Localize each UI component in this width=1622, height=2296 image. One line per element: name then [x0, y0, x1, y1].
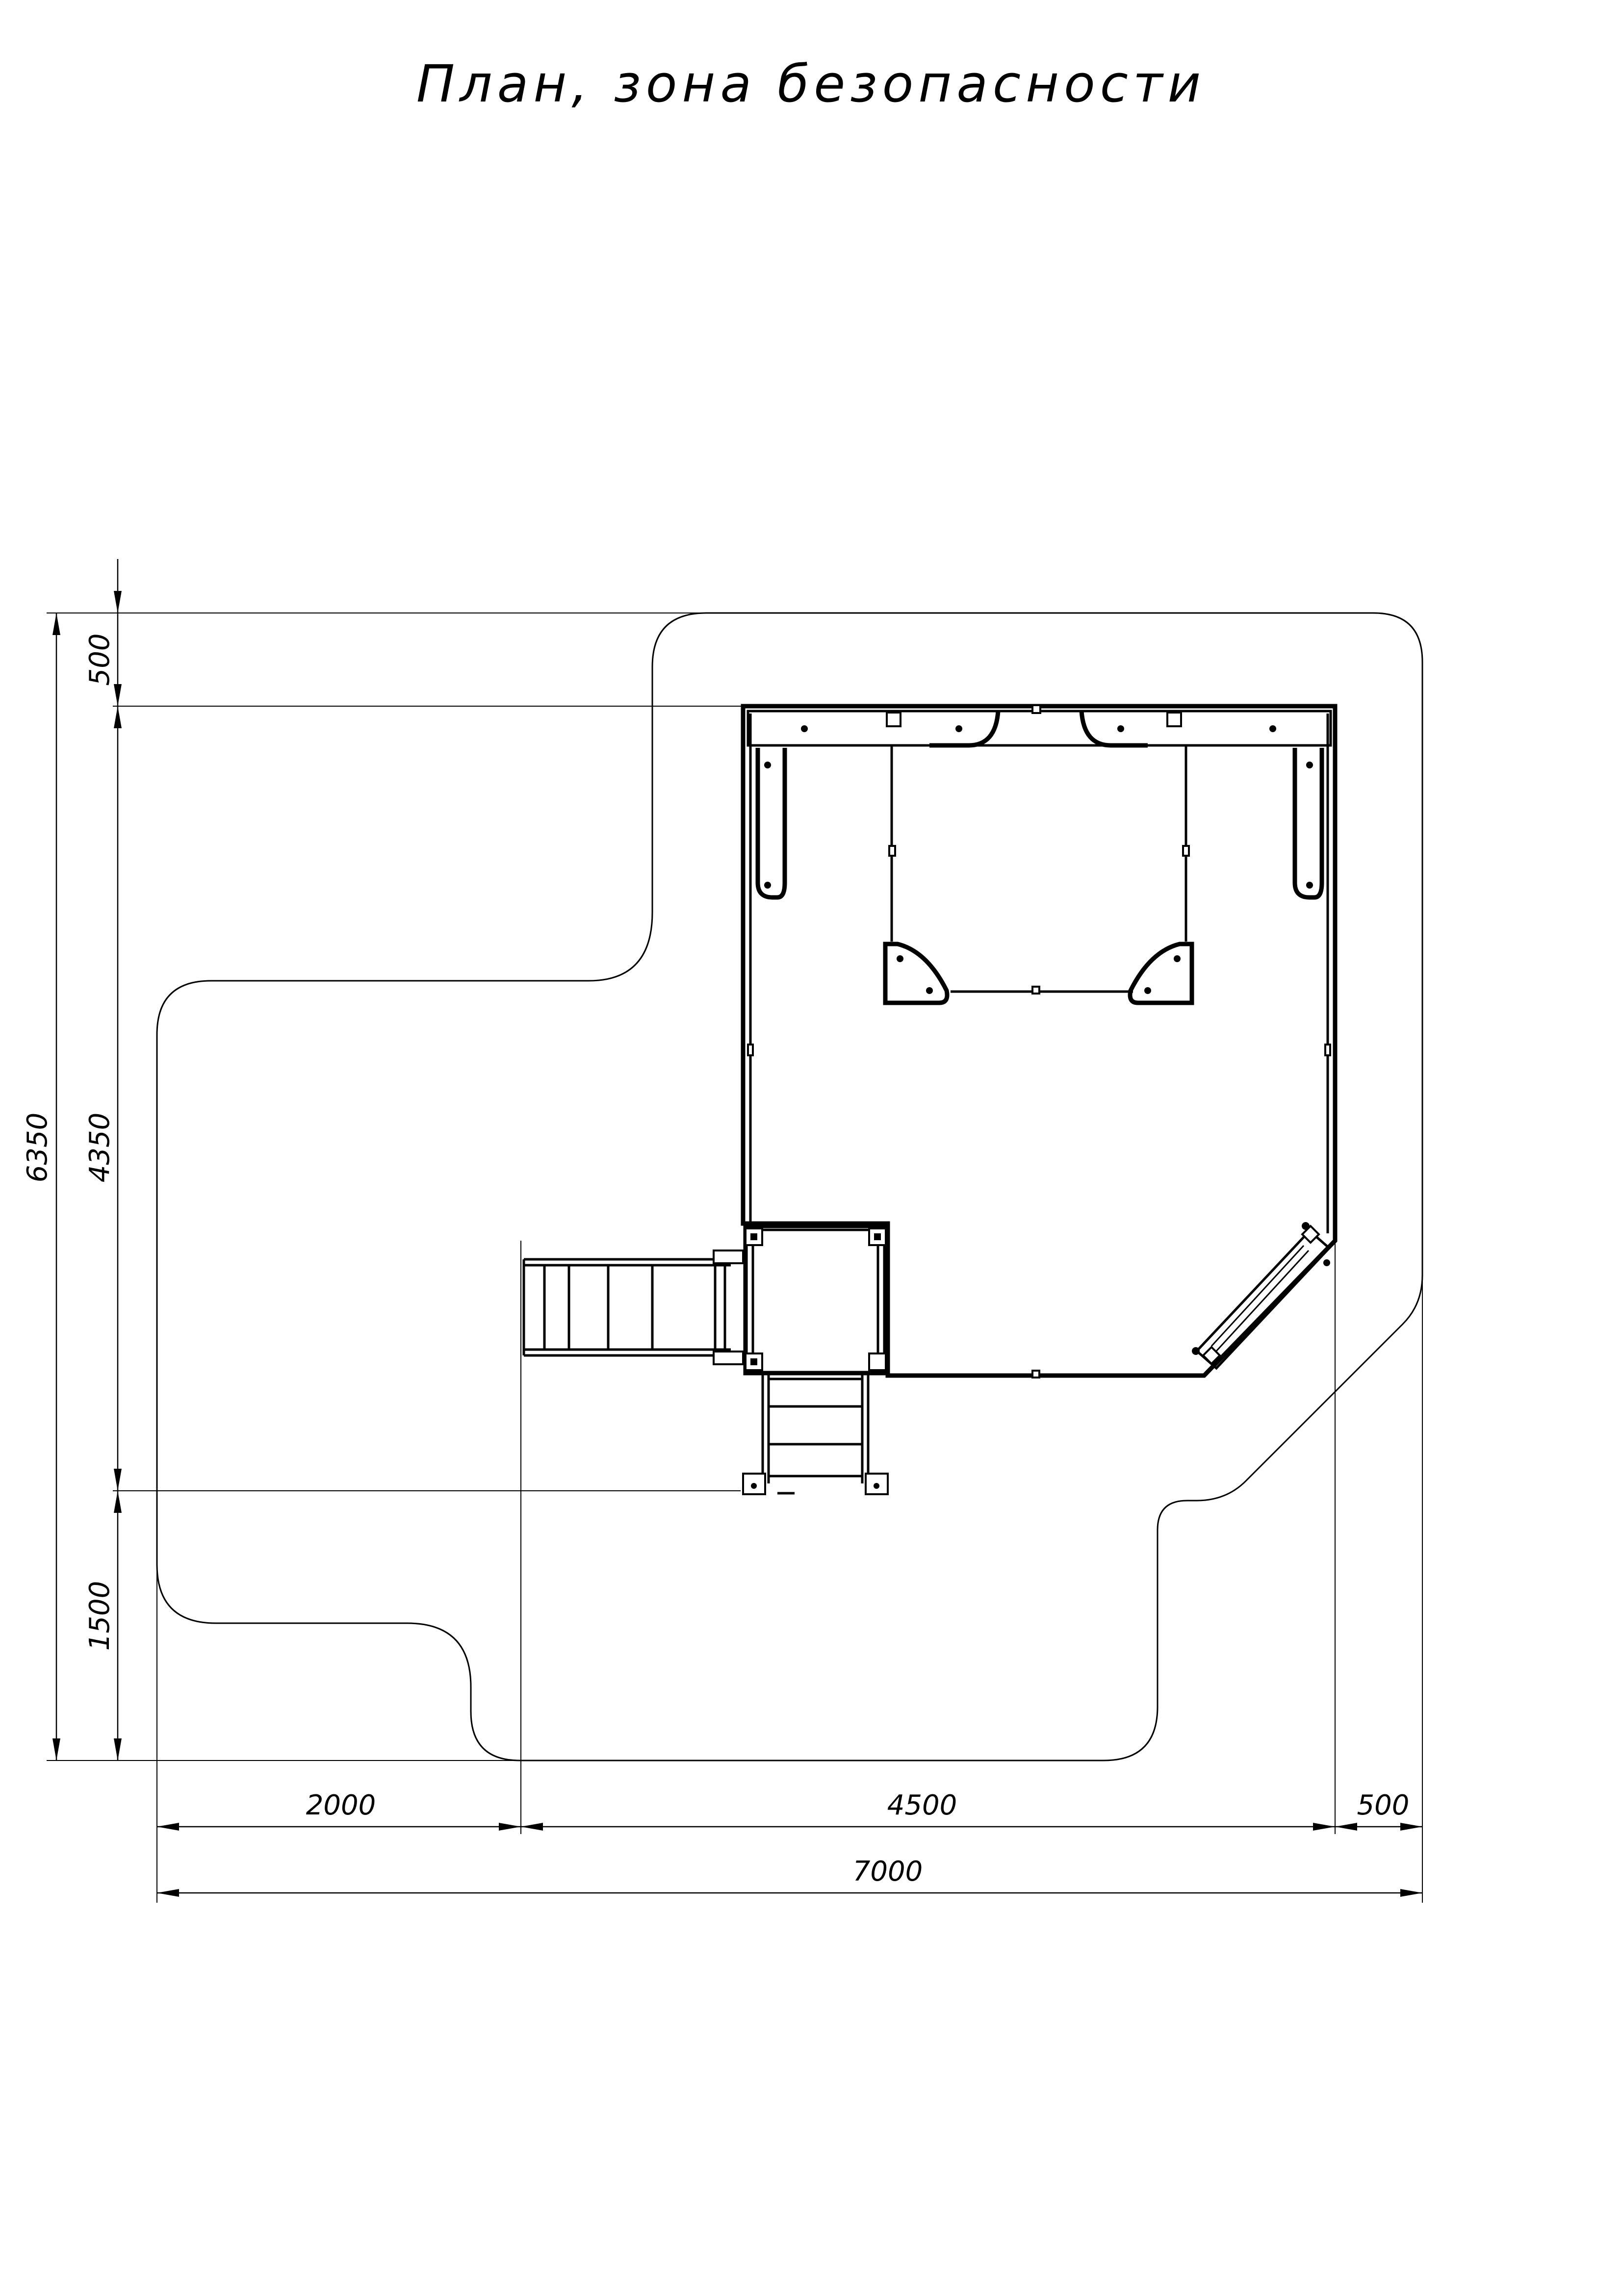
horizontal-dimension-lines	[157, 1823, 1422, 1897]
main-platform-outline	[741, 704, 1338, 1378]
playground-structure	[522, 704, 1338, 1495]
drawing-title: План, зона безопасности	[416, 54, 1206, 114]
dim-left-total: 6350	[22, 1113, 53, 1183]
dim-bottom-total: 7000	[853, 1856, 923, 1888]
corner-pad-left	[883, 942, 950, 1005]
dim-bottom-middle: 4500	[887, 1789, 957, 1821]
top-beam	[747, 710, 1332, 747]
diagonal-rail	[1192, 1222, 1331, 1370]
left-ladder	[522, 1250, 744, 1365]
extension-lines	[47, 612, 1423, 1903]
bottom-stairs	[742, 1373, 889, 1495]
small-tower	[743, 1224, 888, 1376]
vertical-dimension-lines	[52, 559, 122, 1760]
left-bracket	[755, 748, 787, 900]
corner-pad-right	[1128, 942, 1194, 1005]
safety-zone-outline	[156, 612, 1423, 1761]
dim-left-top: 500	[84, 634, 116, 686]
dim-left-middle: 4350	[84, 1113, 116, 1183]
right-bracket	[1292, 748, 1324, 900]
dim-left-bottom: 1500	[84, 1581, 116, 1651]
dim-bottom-right: 500	[1357, 1789, 1410, 1821]
dim-bottom-left: 2000	[306, 1789, 376, 1821]
